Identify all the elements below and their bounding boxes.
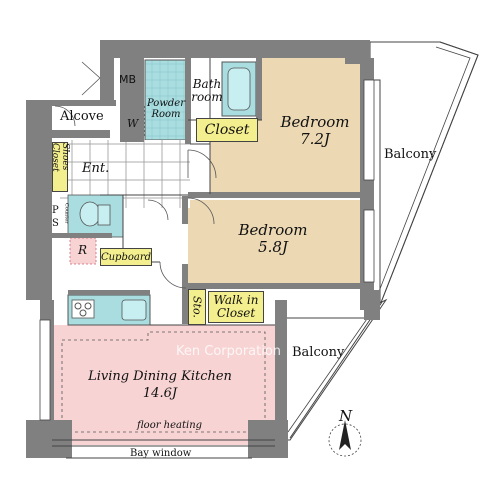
ldk <box>50 325 278 445</box>
bedroom-2-name: Bedroom <box>238 221 308 239</box>
ldk-name: Living Dining Kitchen <box>88 369 232 384</box>
bedroom-2-size: 5.8J <box>258 237 288 256</box>
counter-label: Counter <box>63 203 70 224</box>
storage-label: Sto. <box>190 296 204 318</box>
shoes-closet: Shoes Closet <box>50 142 70 192</box>
cupboard: Cupboard <box>100 248 152 266</box>
bedroom-1-name: Bedroom <box>280 113 350 131</box>
shoes-closet-label: Shoes Closet <box>50 143 70 172</box>
balcony-south-label: Balcony <box>292 345 345 360</box>
bedroom-1-label: Bedroom 7.2J <box>270 114 360 147</box>
bedroom-2-label: Bedroom 5.8J <box>228 222 318 255</box>
floor-heating-label: floor heating <box>137 420 203 431</box>
storage: Sto. <box>188 289 206 325</box>
bedroom-2 <box>188 200 370 284</box>
watermark: Ken Corporation <box>176 344 282 359</box>
ldk-size: 14.6J <box>142 386 178 402</box>
floor-heating-area <box>61 331 266 433</box>
stove <box>71 299 95 319</box>
ldk-label: Living Dining Kitchen 14.6J <box>60 369 260 402</box>
bay-window-label: Bay window <box>130 448 192 459</box>
refrigerator-space <box>69 237 97 265</box>
closet: Closet <box>196 118 258 142</box>
ps-s-label: S <box>52 218 59 229</box>
refrigerator-label: R <box>78 243 88 257</box>
walk-in-closet-line2: Closet <box>216 306 256 320</box>
bedroom-1-size: 7.2J <box>300 129 330 148</box>
powder-room-label-line2: Room <box>151 109 181 120</box>
sink <box>121 299 147 321</box>
balcony-east <box>369 41 479 306</box>
washer-label: W <box>127 117 139 130</box>
walk-in-closet: Walk in Closet <box>208 291 264 323</box>
bathroom-label-line2: room <box>191 90 223 105</box>
mb-label: MB <box>119 73 137 86</box>
compass <box>328 420 362 457</box>
bathroom-label-line1: Bath <box>192 77 222 91</box>
walk-in-closet-line1: Walk in <box>213 293 259 308</box>
ps-p-label: P <box>52 205 59 216</box>
powder-room-label: Powder Room <box>145 98 187 120</box>
alcove-label: Alcove <box>60 109 104 124</box>
compass-north-label: N <box>339 407 353 425</box>
walls <box>26 40 380 458</box>
bathroom-label: Bath room <box>188 77 226 105</box>
powder-room-label-line1: Powder <box>146 98 185 109</box>
closet-label: Closet <box>204 122 250 138</box>
cupboard-label: Cupboard <box>100 251 152 263</box>
entrance-label: Ent. <box>82 161 110 176</box>
balcony-east-label: Balcony <box>384 147 437 162</box>
